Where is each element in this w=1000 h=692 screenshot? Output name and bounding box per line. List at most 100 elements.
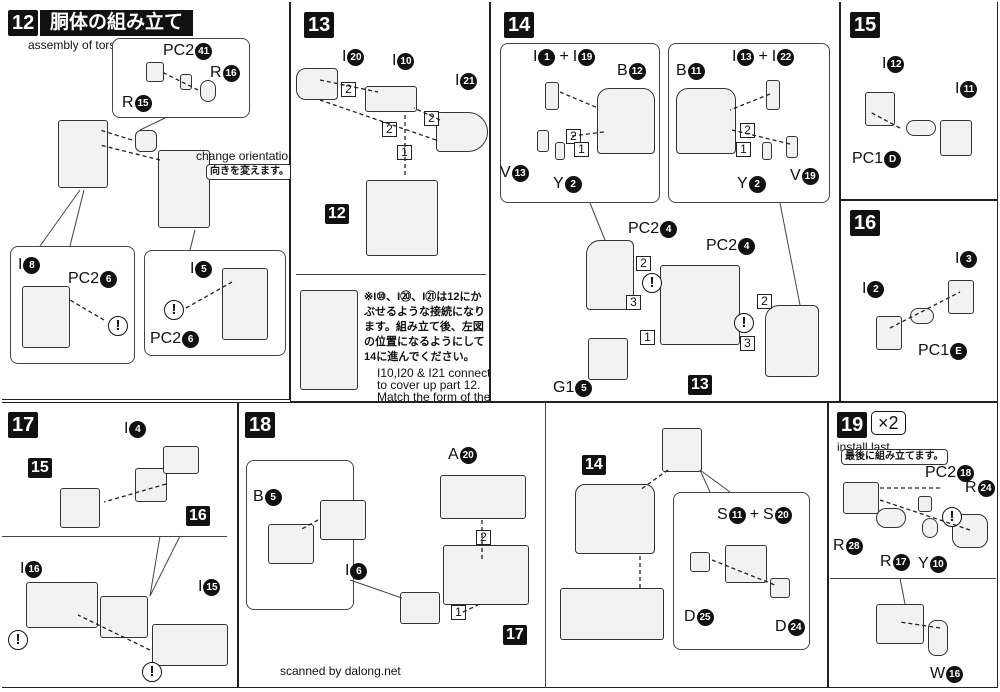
step-19-label-y10: Y 10 (918, 555, 947, 573)
step-14-label-b11: B 11 (676, 62, 705, 80)
part-a20-illustration (440, 475, 526, 519)
step-19-label-r17: R 17 (880, 553, 910, 571)
base-assembly-illustration (560, 588, 664, 640)
part-r28-illustration (843, 482, 879, 514)
part-y2-right-illustration (762, 142, 772, 160)
change-orientation-jp: 向きを変えます。 (206, 164, 293, 180)
step-19-label-w16: W 16 (930, 665, 964, 683)
step-12-label-pc2-6-left: PC2 6 (68, 270, 118, 288)
part-i10-illustration (365, 86, 417, 112)
step-16-label-i3: I 3 (955, 250, 978, 268)
assembly-15-illustration (60, 488, 100, 528)
warning-icon: ! (734, 313, 754, 333)
part-y10-illustration (922, 518, 938, 538)
warning-icon: ! (142, 662, 162, 682)
step-19-number: 19 (837, 412, 868, 438)
step-15-label-i11: I 11 (955, 80, 978, 98)
scan-credit: scanned by dalong.net (280, 664, 401, 678)
step-19-label-r28: R 28 (833, 537, 863, 555)
part-r16-illustration (200, 80, 216, 102)
step-18-ref-17: 17 (503, 625, 527, 645)
step-12-label-r-15: R 15 (122, 94, 152, 112)
step-14-label-y2-right: Y 2 (737, 175, 766, 193)
order-marker: 2 (757, 294, 772, 309)
part-s-illustration (662, 428, 702, 472)
part-pc2-18-illustration (918, 496, 932, 512)
order-marker: 2 (740, 123, 755, 138)
part-i5-illustration (222, 268, 268, 340)
torso-core-illustration (660, 265, 740, 345)
step-14-label-pc2-4-left: PC2 4 (628, 220, 678, 238)
order-marker: 3 (626, 295, 641, 310)
part-i12-illustration (865, 92, 895, 126)
part-pc2-illustration (180, 74, 192, 90)
warning-icon: ! (108, 316, 128, 336)
assembled-preview-illustration (300, 290, 358, 390)
part-i21-illustration (436, 112, 488, 152)
part-i3-illustration (948, 280, 974, 314)
part-i15-illustration (152, 624, 228, 666)
part-i6-illustration (320, 500, 366, 540)
torso-part-illustration (135, 130, 157, 152)
step-13-ref-12: 12 (325, 204, 349, 224)
step-15-number: 15 (850, 12, 881, 38)
warning-icon: ! (942, 507, 962, 527)
part-r15-illustration (146, 62, 164, 82)
torso-block-illustration (158, 150, 210, 228)
step-14-number: 14 (504, 12, 535, 38)
step-18-label-b5: B 5 (253, 488, 282, 506)
part-i20-illustration (296, 68, 338, 100)
order-marker: 1 (640, 330, 655, 345)
step-17-ref-15: 15 (28, 458, 52, 478)
step-17-divider (2, 536, 227, 538)
part-v19-illustration (786, 136, 798, 158)
step-14-label-i1-i19: I 1 + I 19 (533, 48, 596, 66)
step-12-title: 胴体の組み立て (40, 10, 194, 36)
order-marker: 2 (341, 82, 356, 97)
step-16-number: 16 (850, 210, 881, 236)
step-13-label-i10: I 10 (392, 52, 415, 70)
assembly-12-illustration (366, 180, 438, 256)
step-12-label-i5: I 5 (190, 260, 213, 278)
step-12-label-pc2-41: PC2 41 (163, 42, 213, 60)
step-19-label-pc2-18: PC2 18 (925, 464, 975, 482)
step-19-label-r24: R 24 (965, 479, 995, 497)
part-pc1d-illustration (906, 120, 936, 136)
step-14-label-i13-i22: I 13 + I 22 (732, 48, 795, 66)
part-pc1e-illustration (910, 308, 934, 324)
part-i11-illustration (940, 120, 972, 156)
step-13-label-i20: I 20 (342, 48, 365, 66)
order-marker: 2 (424, 111, 439, 126)
order-marker: 3 (740, 336, 755, 351)
step-14-label-y2-left: Y 2 (553, 175, 582, 193)
step-18-ref-14: 14 (582, 455, 606, 475)
part-w16-illustration (928, 620, 948, 656)
step-12-label-pc2-6-right: PC2 6 (150, 330, 200, 348)
part-i8-illustration (22, 286, 70, 348)
assembly-17-illustration (443, 545, 529, 605)
step-12-number: 12 (8, 10, 39, 36)
part-r17-illustration (876, 508, 906, 528)
part-b5-illustration (268, 524, 314, 564)
step-18-divider (545, 402, 546, 688)
step-13-divider (296, 274, 486, 276)
warning-icon: ! (642, 273, 662, 293)
step-14-label-g1-5: G1 5 (553, 379, 593, 397)
order-marker: 1 (574, 142, 589, 157)
step-17-label-i16: I 16 (20, 560, 43, 578)
step-12-subtitle: assembly of torso (28, 38, 123, 52)
step-18-label-d24: D 24 (775, 618, 805, 636)
step-18-label-d25: D 25 (684, 608, 714, 626)
step-14-label-v19: V 19 (790, 167, 819, 185)
step-14-label-b12: B 12 (617, 62, 646, 80)
part-b12-illustration (597, 88, 655, 154)
step-17-ref-16: 16 (186, 506, 210, 526)
step-14-label-pc2-4-right: PC2 4 (706, 237, 756, 255)
step-13-label-i21: I 21 (455, 72, 478, 90)
step-18-number: 18 (245, 412, 276, 438)
order-marker: 2 (476, 530, 491, 545)
part-i2-illustration (876, 316, 902, 350)
step-18-label-a20: A 20 (448, 446, 477, 464)
assembly-14-illustration (575, 484, 655, 554)
part-v13-illustration (537, 130, 549, 152)
